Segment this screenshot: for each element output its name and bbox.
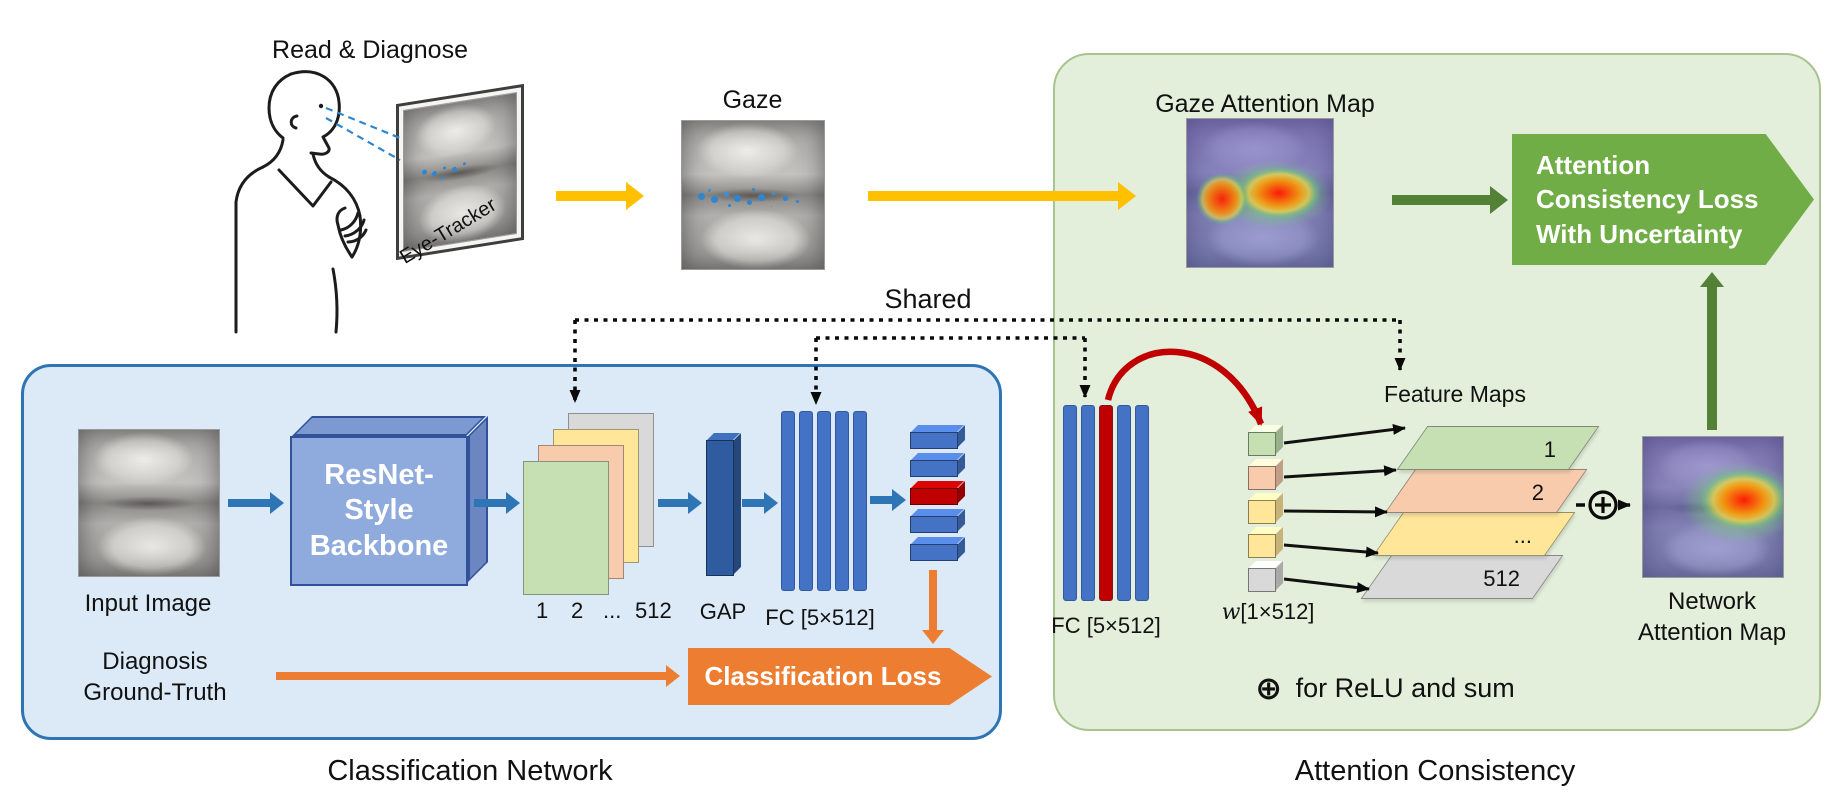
backbone-line: Style <box>344 494 414 527</box>
backbone-line: Backbone <box>309 529 449 562</box>
gap-layer <box>706 440 734 576</box>
network-attention-map-image <box>1642 436 1784 578</box>
output-unit <box>910 544 958 561</box>
output-unit <box>910 432 958 449</box>
fc-bar <box>1081 405 1095 601</box>
input-image-label: Input Image <box>84 590 212 617</box>
sheet-index: 512 <box>1483 566 1520 591</box>
input-image <box>78 429 220 577</box>
attention-loss-banner: Attention Consistency Loss With Uncertai… <box>1512 134 1814 265</box>
classification-network-caption: Classification Network <box>327 755 613 787</box>
card-index: 1 <box>536 598 549 623</box>
backbone-line: ResNet- <box>324 458 434 491</box>
gaze-label: Gaze <box>722 86 783 114</box>
fc-label-attention: FC [5×512] <box>1051 613 1161 638</box>
card-index: 512 <box>635 598 672 623</box>
weight-cube <box>1248 466 1276 490</box>
resnet-backbone-label: ResNet- Style Backbone <box>292 438 466 584</box>
legend-text: for ReLU and sum <box>1295 673 1515 703</box>
output-unit <box>910 516 958 533</box>
fc-bar <box>1135 405 1149 601</box>
sheet-index: 1 <box>1543 437 1556 462</box>
output-unit <box>910 460 958 477</box>
gaze-attention-map-label: Gaze Attention Map <box>1155 90 1375 118</box>
network-map-line: Attention Map <box>1637 619 1787 647</box>
fc-bar <box>853 411 867 591</box>
oplus-icon: ⊕ <box>1255 670 1283 706</box>
gap-label: GAP <box>699 599 747 624</box>
fc-bar <box>799 411 813 591</box>
card-index: ... <box>603 598 622 623</box>
weight-cube <box>1248 500 1276 524</box>
gaze-heatmap-overlay <box>1187 119 1333 267</box>
attention-loss-line: Consistency Loss <box>1536 184 1759 215</box>
network-attention-map-label: Network Attention Map <box>1602 586 1822 648</box>
gaze-points <box>422 169 427 176</box>
fc-bar <box>1063 405 1077 601</box>
read-diagnose-label: Read & Diagnose <box>272 36 468 64</box>
output-unit-selected <box>910 488 958 505</box>
radiologist-sketch <box>234 70 368 334</box>
fc-bar <box>817 411 831 591</box>
relu-sum-legend: ⊕ for ReLU and sum <box>1170 668 1600 710</box>
classification-loss-label: Classification Loss <box>704 661 942 691</box>
fc-label-classification: FC [5×512] <box>765 605 875 630</box>
fc-bar <box>835 411 849 591</box>
attention-loss-line: With Uncertainty <box>1536 218 1743 249</box>
fc-bar-selected <box>1099 405 1113 601</box>
w-dims: [1×512] <box>1240 599 1315 624</box>
weight-cube <box>1248 568 1276 592</box>
resnet-backbone-box: ResNet- Style Backbone <box>290 436 468 586</box>
gaze-points <box>698 193 705 200</box>
network-map-line: Network <box>1667 588 1757 615</box>
gaze-image <box>681 120 825 270</box>
gaze-attention-map-image <box>1186 118 1334 268</box>
card-index: 2 <box>571 598 584 623</box>
attention-loss-line: Attention <box>1536 150 1651 180</box>
feature-card-green <box>523 461 609 595</box>
diagnosis-line: Diagnosis <box>102 648 208 675</box>
fc-bar <box>1117 405 1131 601</box>
sheet-index: 2 <box>1531 480 1544 505</box>
shared-label: Shared <box>884 284 972 314</box>
weight-cube <box>1248 432 1276 456</box>
feature-maps-label: Feature Maps <box>1384 381 1526 407</box>
diagnosis-label: Diagnosis Ground-Truth <box>40 646 270 708</box>
network-heatmap-overlay <box>1643 437 1783 577</box>
attention-consistency-caption: Attention Consistency <box>1294 755 1576 787</box>
weight-cube <box>1248 534 1276 558</box>
diagnosis-line: Ground-Truth <box>83 679 227 707</box>
fc-bar <box>781 411 795 591</box>
sheet-index: ... <box>1513 523 1532 548</box>
classification-loss-banner: Classification Loss <box>688 648 992 705</box>
w-vector-label: w[1×512] <box>1198 598 1338 628</box>
w-symbol: w <box>1221 600 1241 625</box>
